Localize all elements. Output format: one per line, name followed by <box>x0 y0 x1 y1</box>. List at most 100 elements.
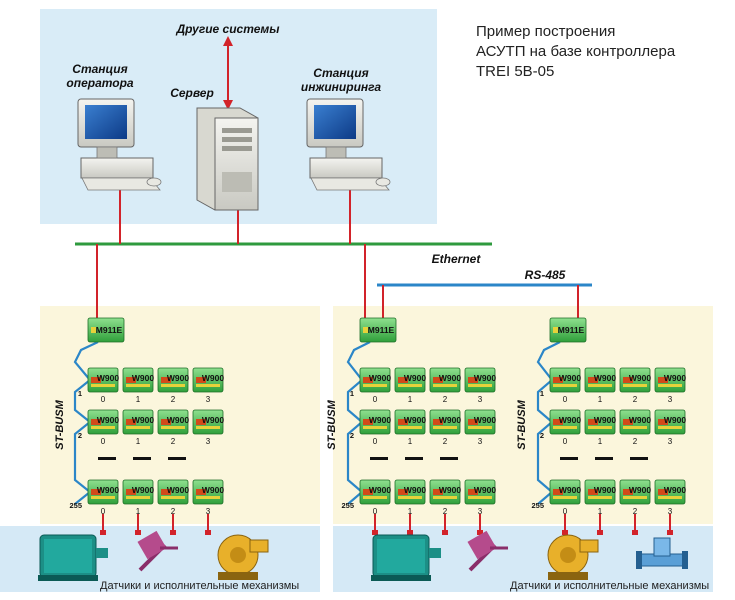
st-busm-line <box>73 341 99 505</box>
io-module-label: W900 <box>202 373 224 383</box>
row-address-label: 255 <box>531 501 544 510</box>
io-module-label: W900 <box>629 373 651 383</box>
io-module-led <box>468 377 478 383</box>
controller-racks: ST-BUSMM911EW9000W9001W9002W90031W9000W9… <box>54 317 686 535</box>
io-module-led <box>553 419 563 425</box>
motor-icon <box>38 534 108 581</box>
row-address-label: 2 <box>78 431 82 440</box>
other-systems-label: Другие системы <box>176 22 280 36</box>
io-module-label: W900 <box>439 415 461 425</box>
field-wire-terminal <box>442 530 448 535</box>
io-module-label: W900 <box>404 415 426 425</box>
io-module-label: W900 <box>167 485 189 495</box>
field-wire-terminal <box>170 530 176 535</box>
io-module-led <box>126 377 136 383</box>
io-module-index: 1 <box>408 437 413 446</box>
controller-module-indicator <box>553 327 558 333</box>
io-module-index: 2 <box>633 507 638 516</box>
io-module-led <box>433 419 443 425</box>
io-module-label: W900 <box>167 415 189 425</box>
io-module-index: 2 <box>633 437 638 446</box>
io-module-index: 0 <box>101 395 106 404</box>
io-module-label: W900 <box>474 373 496 383</box>
io-module-led <box>363 489 373 495</box>
controller-module-label: M911E <box>558 325 585 335</box>
io-module-led <box>91 377 101 383</box>
io-module-strip <box>588 384 612 387</box>
io-module-led <box>398 419 408 425</box>
io-module-led <box>161 489 171 495</box>
field-wire-terminal <box>135 530 141 535</box>
io-module-label: W900 <box>97 485 119 495</box>
io-module-led <box>161 419 171 425</box>
io-module-led <box>623 489 633 495</box>
arrow-head-up <box>223 36 233 46</box>
io-module-label: W900 <box>439 485 461 495</box>
io-module-led <box>363 377 373 383</box>
io-module-index: 0 <box>373 437 378 446</box>
io-module-led <box>398 489 408 495</box>
io-module-label: W900 <box>97 415 119 425</box>
io-module-led <box>196 489 206 495</box>
io-module-index: 0 <box>563 395 568 404</box>
arrow-head-down <box>223 100 233 110</box>
io-module-index: 0 <box>373 507 378 516</box>
io-module-led <box>363 419 373 425</box>
ellipsis-dash <box>440 457 458 460</box>
io-module-strip <box>623 426 647 429</box>
io-module-strip <box>588 496 612 499</box>
io-module-index: 0 <box>563 437 568 446</box>
controller-module-label: M911E <box>96 325 123 335</box>
row-address-label: 1 <box>78 389 82 398</box>
st-busm-label: ST-BUSM <box>516 399 528 449</box>
io-module-label: W900 <box>474 415 496 425</box>
title-line-2: АСУТП на базе контроллера <box>476 43 676 60</box>
controller-module-label: M911E <box>368 325 395 335</box>
io-module-index: 0 <box>101 437 106 446</box>
io-module-label: W900 <box>594 485 616 495</box>
io-module-strip <box>553 496 577 499</box>
ellipsis-dash <box>98 457 116 460</box>
io-module-index: 3 <box>668 395 673 404</box>
io-module-strip <box>398 384 422 387</box>
io-module-label: W900 <box>167 373 189 383</box>
io-module-label: W900 <box>559 485 581 495</box>
io-module-label: W900 <box>202 485 224 495</box>
io-module-led <box>588 377 598 383</box>
io-module-strip <box>126 384 150 387</box>
ellipsis-dash <box>405 457 423 460</box>
st-busm-label: ST-BUSM <box>326 399 338 449</box>
io-module-index: 3 <box>668 437 673 446</box>
field-wire-terminal <box>667 530 673 535</box>
io-module-strip <box>468 384 492 387</box>
server-label: Сервер <box>170 86 214 100</box>
io-module-label: W900 <box>629 485 651 495</box>
io-module-index: 2 <box>443 507 448 516</box>
controller-module <box>87 317 125 343</box>
io-module-label: W900 <box>369 415 391 425</box>
io-module-strip <box>363 426 387 429</box>
io-module-led <box>553 489 563 495</box>
io-module-strip <box>553 426 577 429</box>
engineering-station-label-1: Станция <box>313 66 369 80</box>
io-module-label: W900 <box>369 373 391 383</box>
io-module-index: 0 <box>373 395 378 404</box>
io-module-strip <box>433 426 457 429</box>
field-devices-label-right: Датчики и исполнительные механизмы <box>510 580 710 592</box>
io-module-led <box>433 489 443 495</box>
io-module-strip <box>161 426 185 429</box>
field-wire-terminal <box>477 530 483 535</box>
field-devices-label-left: Датчики и исполнительные механизмы <box>100 580 300 592</box>
io-module-strip <box>658 496 682 499</box>
io-module-index: 3 <box>206 395 211 404</box>
motor-icon <box>371 534 441 581</box>
io-module-index: 0 <box>101 507 106 516</box>
io-module-label: W900 <box>97 373 119 383</box>
io-module-strip <box>398 496 422 499</box>
io-module-label: W900 <box>629 415 651 425</box>
io-module-strip <box>91 384 115 387</box>
io-module-index: 1 <box>136 437 141 446</box>
io-module-label: W900 <box>559 373 581 383</box>
io-module-strip <box>161 384 185 387</box>
st-busm-line <box>536 341 561 505</box>
